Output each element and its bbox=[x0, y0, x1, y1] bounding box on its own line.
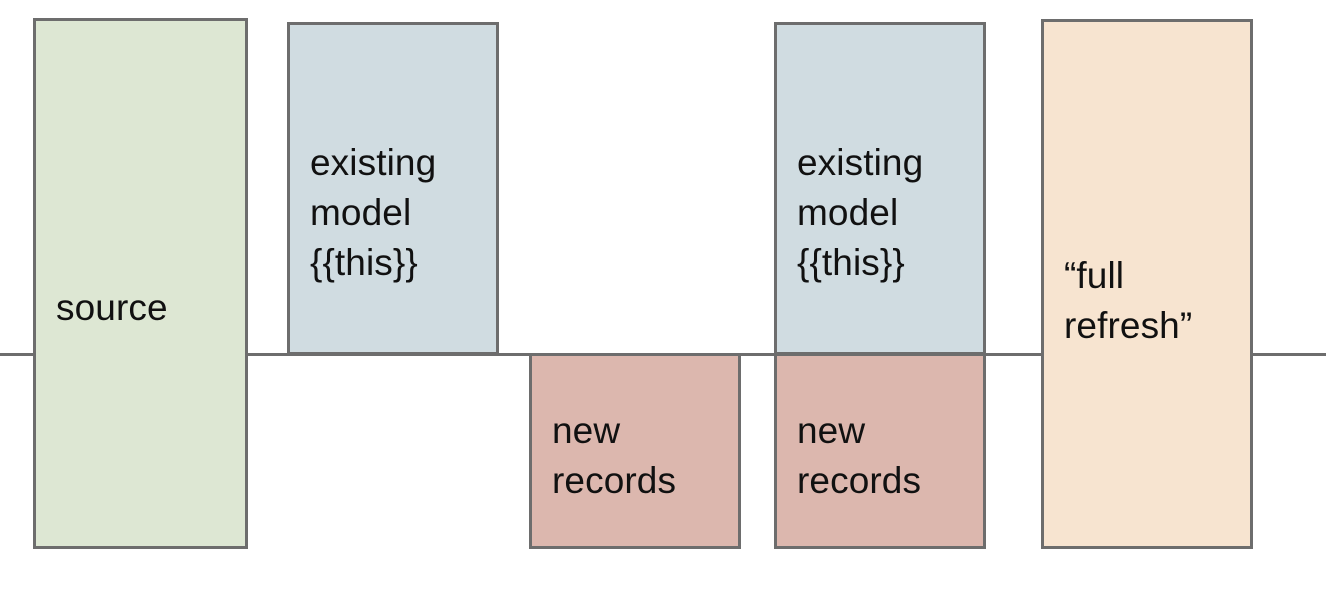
box-new-records-2[interactable]: new records bbox=[774, 353, 986, 549]
box-source-label: source bbox=[56, 287, 168, 328]
box-full-refresh-label: “full refresh” bbox=[1064, 255, 1193, 346]
box-full-refresh[interactable]: “full refresh” bbox=[1041, 19, 1253, 549]
box-source[interactable]: source bbox=[33, 18, 248, 549]
box-new-records-1[interactable]: new records bbox=[529, 353, 741, 549]
box-new-records-2-label: new records bbox=[797, 410, 922, 501]
box-existing-model-1-label: existing model {{this}} bbox=[310, 142, 437, 283]
box-existing-model-2-label: existing model {{this}} bbox=[797, 142, 924, 283]
box-existing-model-1[interactable]: existing model {{this}} bbox=[287, 22, 499, 355]
box-new-records-1-label: new records bbox=[552, 410, 677, 501]
box-existing-model-2[interactable]: existing model {{this}} bbox=[774, 22, 986, 355]
